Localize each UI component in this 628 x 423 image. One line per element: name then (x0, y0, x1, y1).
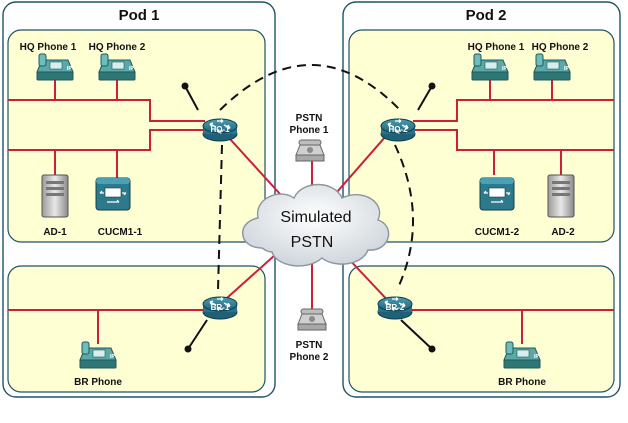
pod-1-hq-router-label: HQ-1 (210, 125, 230, 134)
pod-2-hq-lan-links (413, 78, 614, 182)
branch-lan-links (8, 309, 614, 344)
pod-2-branch-zone (348, 265, 615, 393)
pod-2-cucm-label: CUCM1-2 (475, 227, 520, 238)
ad-server-icon[interactable] (41, 174, 69, 218)
analog-phone-icon[interactable] (295, 139, 325, 162)
pod-1-hq-lan-links (8, 78, 205, 182)
antenna-tip (428, 345, 436, 353)
cucm-server-icon[interactable] (95, 177, 131, 211)
pod-1-branch-zone (7, 265, 266, 393)
pod-2-br-phone-label: BR Phone (498, 377, 546, 388)
pod-1-hq-zone (7, 29, 266, 243)
pod-1-hq-phone-2-label: HQ Phone 2 (89, 42, 146, 53)
pod-1-ad-label: AD-1 (43, 227, 67, 238)
pod-1-hq-phone-1-label: HQ Phone 1 (20, 42, 77, 53)
pstn-phone-1-line2: Phone 1 (290, 125, 329, 136)
pod-1-title: Pod 1 (119, 7, 160, 24)
pstn-phone-2-line2: Phone 2 (290, 352, 329, 363)
pod-2-hq-phone-2-label: HQ Phone 2 (532, 42, 589, 53)
pstn-cloud-label-line1: Simulated (280, 209, 351, 226)
pstn-phone-2-line1: PSTN (296, 340, 323, 351)
pod-2-hq-phone-1-label: HQ Phone 1 (468, 42, 525, 53)
pod-1-cucm-label: CUCM1-1 (98, 227, 143, 238)
cucm-server-icon[interactable] (479, 177, 515, 211)
wan-dashed-links (217, 64, 414, 291)
antenna-tip (184, 345, 192, 353)
ad-server-icon[interactable] (547, 174, 575, 218)
pstn-phone-1-line1: PSTN (296, 113, 323, 124)
antenna-tip (181, 82, 189, 90)
analog-phone-icon[interactable] (297, 308, 327, 331)
pod-2-title: Pod 2 (466, 7, 507, 24)
pod-2-br-router-label: BR-2 (386, 303, 405, 312)
pod-1-br-phone-label: BR Phone (74, 377, 122, 388)
pod-1-br-router-label: BR-1 (211, 303, 230, 312)
pod-2-ad-label: AD-2 (551, 227, 575, 238)
router-antennas (184, 85, 433, 350)
pod-2-hq-router-label: HQ-2 (388, 125, 408, 134)
pstn-cloud-icon (242, 183, 390, 267)
antenna-tip (428, 82, 436, 90)
pstn-cloud-label-line2: PSTN (291, 234, 334, 251)
